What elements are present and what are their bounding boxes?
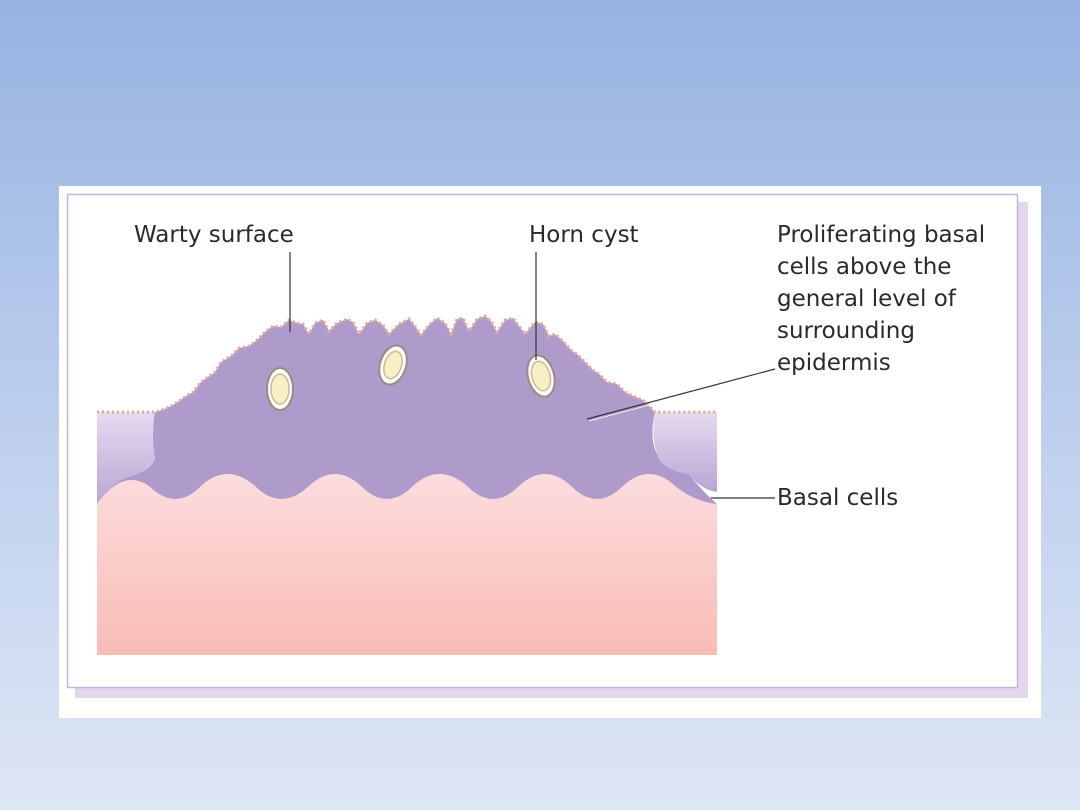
figure-panel: Warty surface Horn cyst Proliferating ba… (59, 186, 1041, 718)
dermis (97, 474, 717, 655)
label-line: epidermis (777, 350, 891, 376)
leader-proliferating (586, 368, 776, 420)
skin-lesion-diagram (66, 193, 1028, 698)
horn-cyst-2 (378, 344, 408, 386)
normal-epidermis-right (653, 412, 717, 492)
warty-surface-line (97, 314, 717, 414)
label-proliferating-basal-cells: Proliferating basal cells above the gene… (777, 219, 1027, 379)
label-warty-surface: Warty surface (134, 222, 294, 248)
horn-cyst-3 (526, 354, 556, 398)
label-line: Proliferating basal (777, 222, 986, 248)
horn-cyst-1 (266, 367, 294, 411)
label-horn-cyst: Horn cyst (529, 222, 639, 248)
normal-epidermis-left (97, 412, 157, 504)
label-line: surrounding (777, 318, 915, 344)
leader-proliferating-light (588, 371, 776, 422)
label-line: cells above the (777, 254, 952, 280)
label-basal-cells: Basal cells (777, 485, 899, 511)
label-line: general level of (777, 286, 956, 312)
proliferating-epidermis (97, 316, 717, 504)
